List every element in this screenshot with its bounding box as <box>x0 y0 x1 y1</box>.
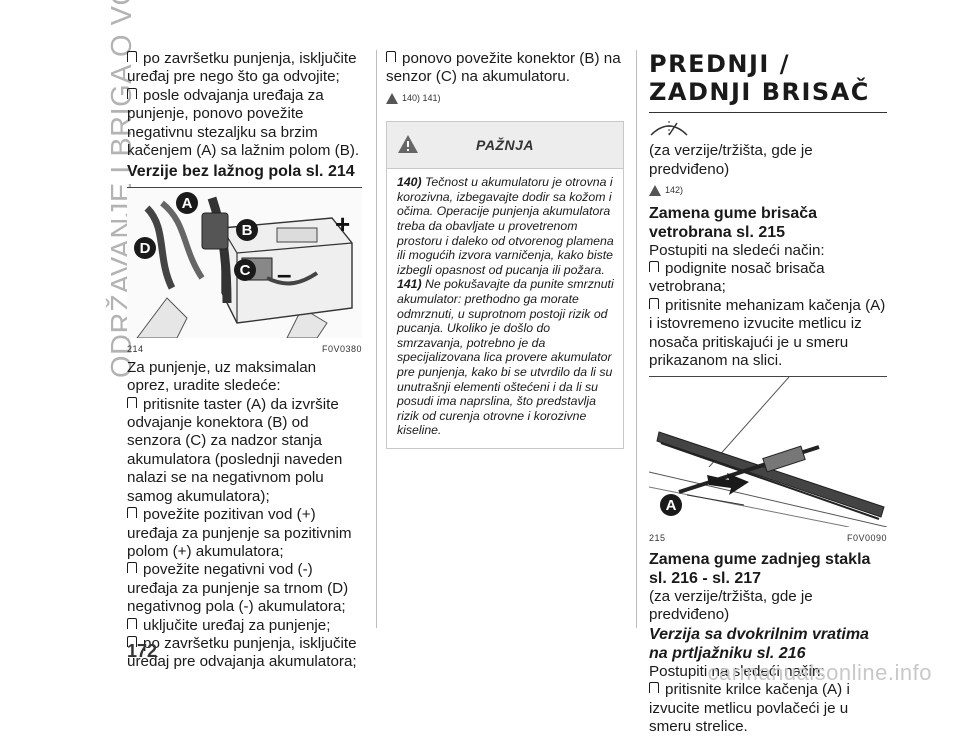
bullet-icon <box>649 261 659 273</box>
figure-number: 215 <box>649 533 666 544</box>
paragraph: Postupiti na sledeći način: <box>649 662 825 680</box>
warning-icon <box>649 184 661 196</box>
list-item: pritisnite krilce kačenja (A) i izvucite… <box>649 681 850 735</box>
paragraph: Za punjenje, uz maksimalan oprez, uradit… <box>127 358 317 395</box>
column-2: ponovo povežite konektor (B) na senzor (… <box>386 50 624 449</box>
figure-code: F0V0090 <box>846 533 887 544</box>
list-item: pritisnite taster (A) da izvršite odvaja… <box>127 395 343 505</box>
section-heading: Zamena gume zadnjeg stakla sl. 216 - sl.… <box>649 550 871 587</box>
note-reference: 140) 141) <box>386 89 624 107</box>
column-divider <box>376 50 377 628</box>
callout-b: B <box>242 222 253 239</box>
bullet-icon <box>127 562 137 574</box>
callout-c: C <box>240 262 251 279</box>
list-item: povežite negativni vod (-) uređaja za pu… <box>127 561 349 616</box>
page-number: 172 <box>127 641 158 661</box>
list-item: podignite nosač brisača vetrobrana; <box>649 260 825 296</box>
watermark: carmanualsonline.info <box>707 660 932 685</box>
callout-a: A <box>666 497 677 514</box>
callout-a: A <box>182 195 193 212</box>
warning-item: 141) Ne pokušavajte da punite smrznuti a… <box>397 277 614 438</box>
bullet-icon <box>127 617 137 629</box>
note-reference: 142) <box>649 181 887 199</box>
paragraph: Postupiti na sledeći način: <box>649 241 825 259</box>
figure-215: A 215 F0V0090 <box>649 376 887 547</box>
version-note: (za verzije/tržišta, gde je predviđeno) <box>649 587 813 624</box>
column-1: po završetku punjenja, isključite uređaj… <box>127 50 362 672</box>
bullet-icon <box>127 51 137 62</box>
list-item: ponovo povežite konektor (B) na senzor (… <box>386 50 621 86</box>
callout-d: D <box>140 240 151 257</box>
bullet-icon <box>386 51 396 62</box>
bullet-icon <box>127 87 137 99</box>
wiper-illustration: A <box>649 377 887 528</box>
bullet-icon <box>127 507 137 519</box>
battery-illustration: + – A B C D <box>127 188 362 339</box>
chapter-title: PREDNJI / ZADNJI BRISAČ <box>649 50 887 113</box>
figure-code: F0V0380 <box>321 344 362 355</box>
section-heading: Verzije bez lažnog pola sl. 214 <box>127 163 355 181</box>
list-item: povežite pozitivan vod (+) uređaja za pu… <box>127 506 352 560</box>
section-sidebar: ODRŽAVANJE I BRIGA O VOZILU <box>72 0 138 378</box>
figure-number: 214 <box>127 344 144 355</box>
list-item: po završetku punjenja, isključite uređaj… <box>127 50 357 86</box>
figure-caption: 214 F0V0380 <box>127 340 362 358</box>
bullet-icon <box>649 297 659 309</box>
warning-title: PAŽNJA <box>476 137 534 154</box>
plus-sign: + <box>335 209 350 239</box>
list-item: po završetku punjenja, isključite uređaj… <box>127 634 357 671</box>
warning-box: PAŽNJA 140) Tečnost u akumulatoru je otr… <box>386 121 624 449</box>
warning-triangle-icon <box>398 135 418 154</box>
warning-header: PAŽNJA <box>387 122 623 168</box>
section-heading: Zamena gume brisača vetrobrana sl. 215 <box>649 204 818 241</box>
bullet-icon <box>127 396 137 408</box>
bullet-icon <box>127 635 137 647</box>
wiper-symbol-icon <box>650 121 688 136</box>
warning-item: 140) Tečnost u akumulatoru je otrovna i … <box>397 175 614 277</box>
subsection-heading: Verzija sa dvokrilnim vratima na prtljaž… <box>649 625 869 662</box>
list-item: pritisnite mehanizam kačenja (A) i istov… <box>649 296 886 370</box>
list-item: uključite uređaj za punjenje; <box>127 617 362 635</box>
figure-caption: 215 F0V0090 <box>649 529 887 547</box>
column-divider <box>636 50 637 628</box>
list-item: posle odvajanja uređaja za punjenje, pon… <box>127 86 360 160</box>
warning-body: 140) Tečnost u akumulatoru je otrovna i … <box>387 168 623 448</box>
bullet-icon <box>649 682 659 694</box>
figure-214: + – A B C D 214 F0V0380 <box>127 187 362 358</box>
minus-sign: – <box>277 259 291 289</box>
warning-icon <box>386 92 398 104</box>
column-3: PREDNJI / ZADNJI BRISAČ (za verzije/trži… <box>649 50 887 736</box>
version-note: (za verzije/tržišta, gde je predviđeno) <box>649 142 813 178</box>
